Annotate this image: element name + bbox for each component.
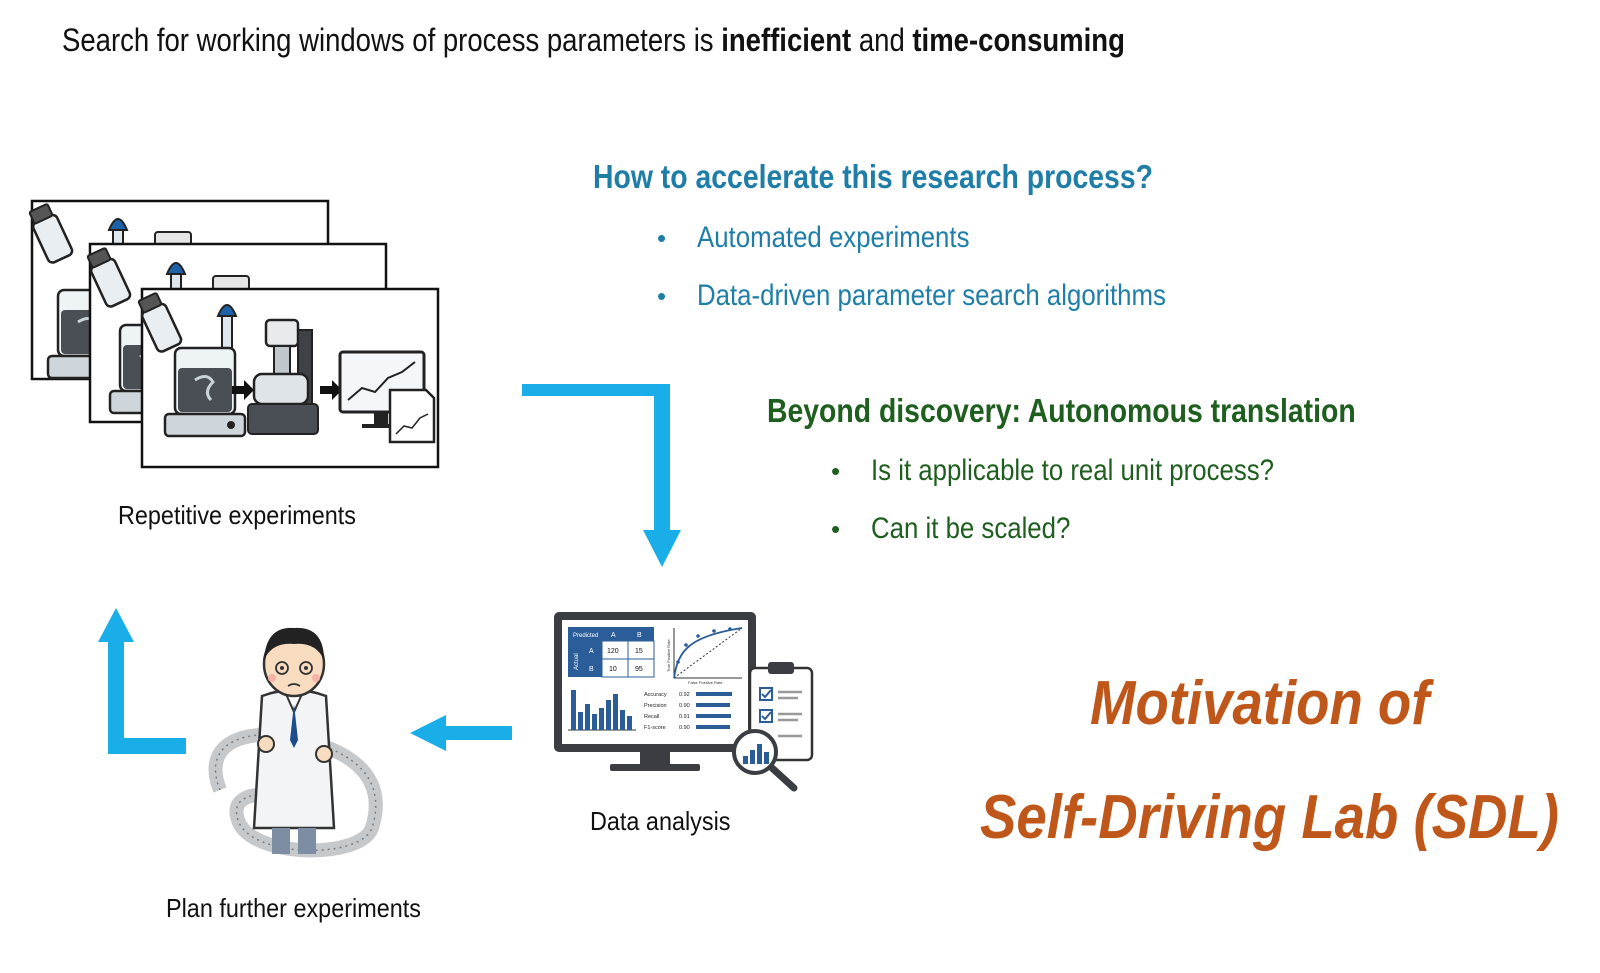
metric-name: Accuracy [644, 692, 667, 698]
metric-name: F1-score [644, 725, 666, 731]
beyond-title: Beyond discovery: Autonomous translation [767, 392, 1356, 429]
matrix-cell: 10 [609, 666, 617, 673]
roc-plot: True Positive Rate False Positive Rate [666, 627, 743, 685]
caption-repetitive-experiments: Repetitive experiments [118, 500, 357, 530]
confusion-matrix: Predicted A B Actual A 120 15 B 10 95 [568, 627, 655, 678]
list-item: •Data-driven parameter search algorithms [657, 279, 1166, 312]
arrow-to-planning-icon [410, 715, 512, 751]
beyond-list: •Is it applicable to real unit process? … [831, 451, 1340, 567]
matrix-cell: 15 [635, 648, 643, 655]
roc-ylabel: True Positive Rate [666, 638, 671, 672]
caption-plan-experiments: Plan further experiments [166, 893, 421, 923]
accelerate-title: How to accelerate this research process? [593, 158, 1153, 195]
list-item: •Automated experiments [657, 221, 970, 254]
magnifier-icon [732, 729, 798, 792]
accelerate-list: •Automated experiments •Data-driven para… [657, 218, 1242, 334]
metric-name: Recall [644, 714, 659, 720]
matrix-row-label: B [589, 666, 594, 673]
metric-value: 0.90 [679, 703, 690, 709]
metric-value: 0.91 [679, 714, 690, 720]
scientist-illustration [208, 627, 383, 858]
list-item: •Is it applicable to real unit process? [831, 454, 1274, 487]
sdl-title-line2: Self-Driving Lab (SDL) [980, 783, 1559, 852]
headline: Search for working windows of process pa… [62, 22, 1125, 58]
matrix-cell: 120 [607, 648, 619, 655]
matrix-row-label: A [589, 648, 594, 655]
metric-value: 0.92 [679, 692, 690, 698]
flow-arrows [98, 384, 681, 754]
arrow-to-analysis-icon [522, 384, 681, 567]
sdl-title-line1: Motivation of [1090, 669, 1430, 738]
matrix-cell: 95 [635, 666, 643, 673]
matrix-header-b: B [637, 632, 642, 639]
analysis-monitor: Predicted A B Actual A 120 15 B 10 95 Tr… [554, 612, 814, 792]
experiment-card-front [134, 287, 440, 469]
metric-value: 0.90 [679, 725, 690, 731]
arrow-to-experiments-icon [98, 608, 186, 754]
metrics-list: Accuracy 0.92 Precision 0.90 Recall 0.91… [644, 692, 732, 731]
matrix-header-a: A [611, 632, 616, 639]
metric-name: Precision [644, 703, 667, 709]
matrix-side-actual: Actual [574, 653, 580, 670]
histogram [568, 690, 636, 731]
matrix-header-predicted: Predicted [573, 633, 598, 639]
list-item: •Can it be scaled? [831, 512, 1071, 545]
roc-xlabel: False Positive Rate [688, 680, 723, 685]
caption-data-analysis: Data analysis [590, 806, 731, 836]
